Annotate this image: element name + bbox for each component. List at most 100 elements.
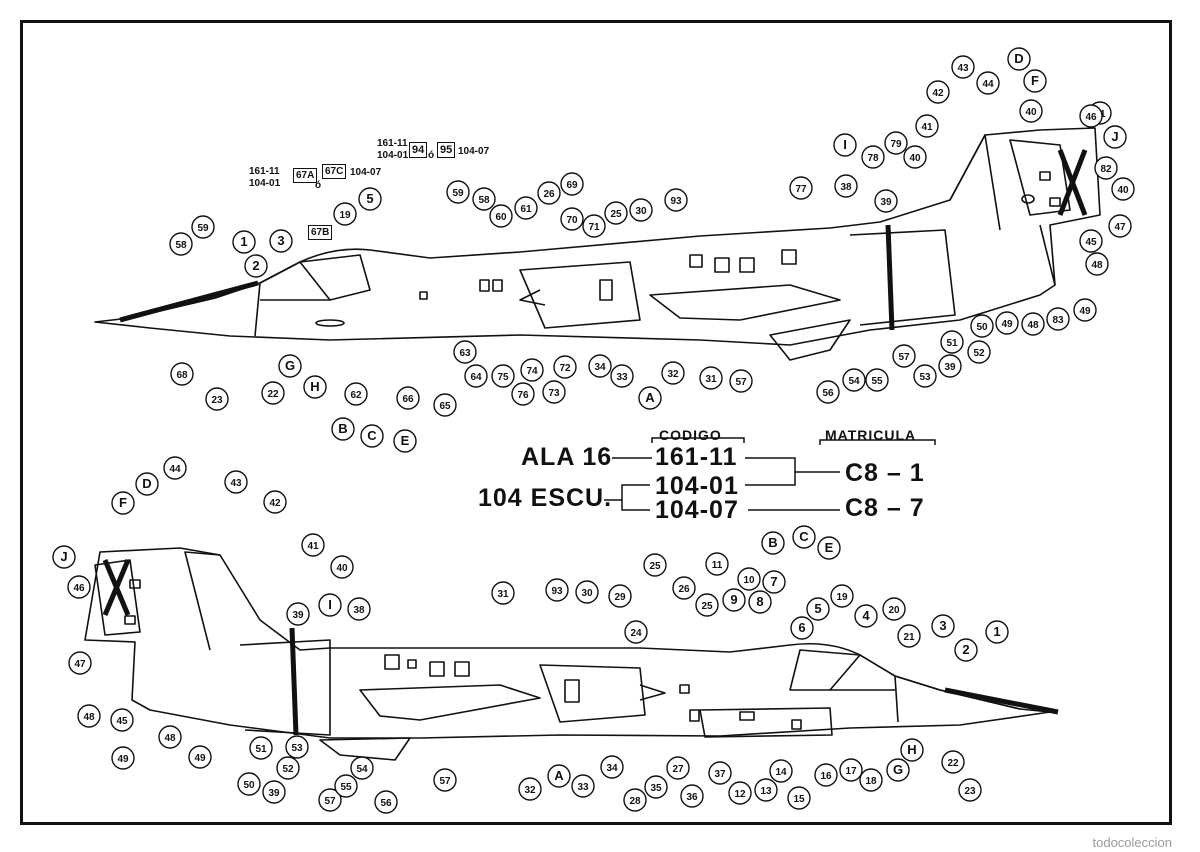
bottom-callout-circle	[608, 584, 632, 608]
bottom-callout-circle	[433, 768, 457, 792]
bottom-callout-circle	[334, 774, 358, 798]
top-callout-label: 49	[1001, 319, 1013, 330]
bottom-callout-circle	[817, 536, 841, 560]
bottom-callout-circle	[958, 778, 982, 802]
decal-ref-a: 161-11 104-01	[249, 166, 280, 190]
top-callout-circle	[951, 55, 975, 79]
top-callout-label: 73	[548, 388, 560, 399]
top-callout-label: 74	[526, 366, 538, 377]
bottom-callout-label: 48	[83, 712, 95, 723]
bottom-callout-label: 28	[629, 796, 641, 807]
bottom-callout-circle	[790, 616, 814, 640]
top-callout-circle	[638, 386, 662, 410]
top-callout-circle	[861, 145, 885, 169]
bottom-callout-label: 11	[712, 560, 723, 571]
top-callout-circle	[446, 180, 470, 204]
top-callout-label: F	[1031, 73, 1039, 88]
bottom-callout-label: 48	[164, 733, 176, 744]
bottom-callout-circle	[708, 761, 732, 785]
top-callout-circle	[995, 311, 1019, 335]
bottom-callout-label: J	[60, 549, 67, 564]
top-callout-circle	[913, 364, 937, 388]
bottom-callout-circle	[374, 790, 398, 814]
bottom-callout-circle	[722, 588, 746, 612]
bottom-callout-circle	[571, 774, 595, 798]
bottom-callout-circle	[886, 758, 910, 782]
top-callout-circle	[976, 71, 1000, 95]
bottom-callout-circle	[666, 756, 690, 780]
top-callout-label: 64	[470, 372, 482, 383]
top-callout-circle	[232, 230, 256, 254]
decal-box-95: 95	[437, 142, 456, 158]
bottom-callout-circle	[954, 638, 978, 662]
bottom-callout-label: 10	[743, 575, 755, 586]
bottom-callout-label: 55	[340, 782, 352, 793]
bottom-callout-circle	[792, 525, 816, 549]
bottom-callout-circle	[623, 788, 647, 812]
top-callout-circle	[699, 366, 723, 390]
bottom-aircraft-stripes	[102, 559, 1059, 736]
matricula-header: MATRICULA	[825, 427, 917, 443]
top-callout-circle	[360, 424, 384, 448]
bottom-callout-circle	[787, 786, 811, 810]
bottom-callout-label: 21	[903, 632, 915, 643]
bottom-callout-circle	[839, 758, 863, 782]
top-callout-label: 79	[890, 139, 902, 150]
top-callout-label: G	[285, 358, 295, 373]
top-callout-circle	[789, 176, 813, 200]
bottom-callout-label: 9	[730, 592, 737, 607]
top-callout-label: 39	[880, 197, 892, 208]
top-callout-label: 39	[944, 362, 956, 373]
top-callout-circle	[453, 340, 477, 364]
bottom-callout-circle	[262, 780, 286, 804]
top-callout-label: 25	[610, 209, 622, 220]
top-callout-circle	[903, 145, 927, 169]
bottom-callout-circle	[135, 472, 159, 496]
top-callout-label: 3	[277, 233, 284, 248]
bottom-callout-circle	[897, 624, 921, 648]
top-callout-label: 63	[459, 348, 471, 359]
bottom-callout-circle	[547, 764, 571, 788]
bottom-callout-circle	[672, 576, 696, 600]
bottom-callout-circle	[52, 545, 76, 569]
bottom-callout-label: 44	[169, 464, 181, 475]
bottom-callout-label: 32	[524, 785, 536, 796]
decal-ref-b-o: ó	[428, 150, 435, 161]
top-callout-circle	[537, 181, 561, 205]
decal-box-67a: 67A	[293, 168, 318, 183]
bottom-callout-circle	[276, 756, 300, 780]
bottom-callout-circle	[814, 763, 838, 787]
top-callout-circle	[303, 375, 327, 399]
bottom-callout-label: 36	[686, 792, 698, 803]
top-callout-label: 57	[735, 377, 747, 388]
top-callout-circle	[661, 361, 685, 385]
decal-ref-b-104: 104-01	[377, 150, 409, 161]
top-callout-circle	[833, 133, 857, 157]
bottom-callout-circle	[859, 768, 883, 792]
bottom-callout-circle	[882, 597, 906, 621]
top-callout-label: 58	[478, 195, 490, 206]
top-callout-circle	[865, 368, 889, 392]
bottom-callout-circle	[728, 781, 752, 805]
decal-box-94: 94	[409, 142, 428, 158]
decal-box-67c: 67C	[322, 164, 347, 179]
bottom-callout-circle	[644, 775, 668, 799]
bottom-callout-label: 25	[701, 601, 713, 612]
top-callout-label: 62	[350, 390, 362, 401]
bottom-callout-circle	[761, 531, 785, 555]
code-3: 104-07	[655, 496, 739, 524]
bottom-callout-circle	[111, 746, 135, 770]
registration-2: C8 – 7	[845, 494, 925, 522]
decal-ref-a-161: 161-11	[249, 166, 280, 177]
bottom-callout-label: H	[907, 742, 916, 757]
top-callout-circle	[926, 80, 950, 104]
bottom-callout-circle	[695, 593, 719, 617]
top-callout-label: 26	[543, 189, 555, 200]
top-callout-circle	[1046, 307, 1070, 331]
bottom-callout-label: 29	[614, 592, 626, 603]
bottom-callout-label: 43	[230, 478, 242, 489]
bottom-callout-circle	[249, 736, 273, 760]
bottom-callout-circle	[318, 593, 342, 617]
bottom-callout-label: 13	[760, 786, 772, 797]
